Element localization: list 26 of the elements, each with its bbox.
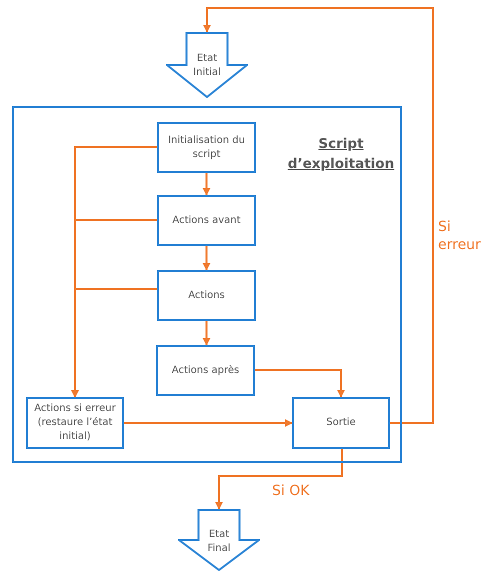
node-label: Etat Final [206,528,232,556]
arrow [255,369,345,398]
node-label: Actions si erreur (restaure l’état initial) [33,402,117,444]
heading: Script d’exploitation [286,135,396,174]
arrow [202,321,210,346]
process-box [292,397,390,449]
node-label: Sortie [326,416,356,430]
arrow [202,173,210,196]
container-box [12,106,402,463]
arrow [203,7,434,424]
process-box [157,195,256,246]
arrow [71,288,157,398]
node-label: Actions avant [172,214,241,228]
node-label: Actions après [172,364,240,378]
edge-label: Si erreur [438,218,482,254]
arrow [202,246,210,271]
process-box [157,270,256,321]
process-box [157,122,256,173]
process-box [26,397,124,449]
edge-label: Si OK [272,482,310,500]
node-label: Actions [188,288,225,302]
process-box [156,345,255,396]
node-label: Initialisation du script [167,134,246,162]
arrow [124,419,293,427]
arrow [215,449,343,510]
node-label: Etat Initial [192,52,222,80]
